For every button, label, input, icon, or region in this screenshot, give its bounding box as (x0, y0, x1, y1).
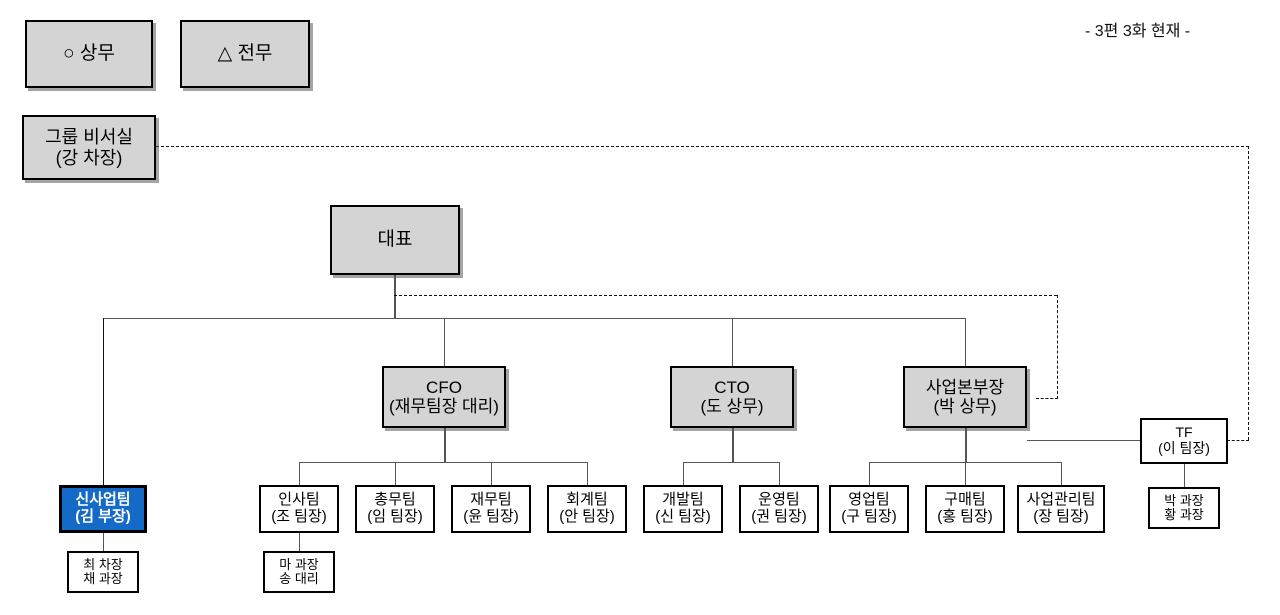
link-new-business-to-members (103, 533, 104, 551)
link-cfo-stem (444, 428, 446, 462)
dotted-link-secretariat-to-tf (1227, 440, 1249, 441)
node-dev-team-line2: (신 팀장) (655, 508, 711, 525)
link-division-to-business-mgmt (1061, 462, 1062, 485)
node-division-head-line1: 사업본부장 (925, 377, 1005, 397)
node-cto[interactable]: CTO (도 상무) (670, 366, 794, 428)
node-accounting-team-line2: (안 팀장) (559, 508, 615, 525)
link-cfo-bus (299, 462, 587, 463)
link-cfo-to-accounting (587, 462, 588, 485)
node-finance-team[interactable]: 재무팀 (윤 팀장) (451, 485, 531, 533)
link-cto-bus (683, 462, 779, 463)
node-group-secretariat-line2: (강 차장) (55, 147, 123, 168)
dotted-link-secretariat-horizontal (156, 146, 1249, 147)
link-cto-to-ops (779, 462, 780, 485)
node-ceo-line1: 대표 (377, 229, 413, 251)
link-cto-to-dev (683, 462, 684, 485)
node-tf-line2: (이 팀장) (1158, 440, 1210, 456)
node-tf-members[interactable]: 박 과장 황 과장 (1148, 487, 1220, 529)
dotted-link-ceo-to-division-vertical (1057, 295, 1058, 399)
link-bus-to-division-head (965, 318, 966, 366)
node-purchasing-team-line1: 구매팀 (944, 491, 986, 509)
node-finance-team-line2: (윤 팀장) (463, 508, 519, 525)
node-finance-team-line1: 재무팀 (470, 491, 512, 509)
node-division-head-line2: (박 상무) (933, 397, 997, 416)
link-cfo-to-hr (299, 462, 300, 485)
link-bus-to-new-business (103, 318, 104, 485)
link-tf-to-members (1184, 464, 1185, 487)
node-ceo[interactable]: 대표 (330, 205, 460, 275)
link-bus-to-cfo (444, 318, 445, 366)
dotted-link-ceo-to-division-horizontal (394, 295, 1057, 296)
link-cfo-to-general-affairs (395, 462, 396, 485)
node-general-affairs-members-line1: 마 과장 (279, 557, 319, 573)
link-division-to-purchasing (965, 462, 966, 485)
legend-item-jeonmu-label: △ 전무 (217, 43, 273, 65)
node-general-affairs-team-line1: 총무팀 (374, 491, 416, 509)
node-general-affairs-team[interactable]: 총무팀 (임 팀장) (355, 485, 435, 533)
link-division-to-sales (869, 462, 870, 485)
node-group-secretariat-line1: 그룹 비서실 (45, 127, 133, 148)
node-tf-members-line1: 박 과장 (1164, 493, 1204, 509)
node-new-business-members-line2: 채 과장 (83, 571, 123, 586)
node-accounting-team[interactable]: 회계팀 (안 팀장) (547, 485, 627, 533)
node-new-business-team[interactable]: 신사업팀 (김 부장) (59, 485, 147, 533)
node-purchasing-team[interactable]: 구매팀 (홍 팀장) (925, 485, 1005, 533)
link-bus-to-cto (732, 318, 733, 366)
node-division-head[interactable]: 사업본부장 (박 상무) (903, 366, 1027, 428)
node-cto-line1: CTO (714, 377, 750, 397)
node-general-affairs-members[interactable]: 마 과장 송 대리 (263, 551, 335, 593)
node-tf-members-line2: 황 과장 (1164, 507, 1204, 522)
node-tf[interactable]: TF (이 팀장) (1140, 418, 1228, 464)
node-hr-team-line2: (조 팀장) (271, 508, 327, 525)
node-ops-team-line1: 운영팀 (758, 491, 800, 509)
node-new-business-members[interactable]: 최 차장 채 과장 (67, 551, 139, 593)
link-division-head-stem (965, 428, 967, 462)
node-business-mgmt-team[interactable]: 사업관리팀 (장 팀장) (1017, 485, 1105, 533)
node-ops-team[interactable]: 운영팀 (권 팀장) (739, 485, 819, 533)
node-hr-team[interactable]: 인사팀 (조 팀장) (259, 485, 339, 533)
link-ceo-bus (103, 318, 966, 319)
node-cto-line2: (도 상무) (700, 397, 764, 416)
legend-item-sangmu: ○ 상무 (25, 20, 153, 88)
node-cfo-line2: (재무팀장 대리) (389, 397, 499, 416)
node-general-affairs-members-line2: 송 대리 (279, 571, 319, 586)
node-new-business-team-line1: 신사업팀 (75, 491, 131, 509)
legend-item-jeonmu: △ 전무 (180, 20, 310, 88)
node-tf-line1: TF (1175, 424, 1193, 441)
link-cfo-to-finance (491, 462, 492, 485)
node-new-business-team-line2: (김 부장) (75, 508, 131, 525)
node-sales-team-line2: (구 팀장) (841, 508, 897, 525)
node-general-affairs-team-line2: (임 팀장) (367, 508, 423, 525)
link-general-affairs-to-members (299, 533, 300, 551)
node-hr-team-line1: 인사팀 (278, 491, 320, 509)
link-cto-stem (732, 428, 734, 462)
node-dev-team-line1: 개발팀 (662, 491, 704, 509)
link-division-head-to-tf (1027, 440, 1140, 441)
node-accounting-team-line1: 회계팀 (566, 491, 608, 509)
node-cfo-line1: CFO (426, 377, 462, 397)
node-cfo[interactable]: CFO (재무팀장 대리) (382, 366, 506, 428)
node-ops-team-line2: (권 팀장) (751, 508, 807, 525)
node-dev-team[interactable]: 개발팀 (신 팀장) (643, 485, 723, 533)
node-business-mgmt-team-line2: (장 팀장) (1033, 508, 1089, 525)
node-sales-team-line1: 영업팀 (848, 491, 890, 509)
chapter-note: - 3편 3화 현재 - (1085, 23, 1191, 40)
dotted-link-secretariat-vertical (1248, 146, 1249, 440)
legend-item-sangmu-label: ○ 상무 (63, 43, 115, 65)
node-group-secretariat[interactable]: 그룹 비서실 (강 차장) (22, 115, 156, 180)
node-purchasing-team-line2: (홍 팀장) (937, 508, 993, 525)
node-sales-team[interactable]: 영업팀 (구 팀장) (829, 485, 909, 533)
node-new-business-members-line1: 최 차장 (83, 557, 123, 573)
node-business-mgmt-team-line1: 사업관리팀 (1026, 491, 1096, 509)
dotted-link-ceo-to-division-stub (1036, 398, 1058, 399)
link-ceo-stem (394, 275, 396, 319)
